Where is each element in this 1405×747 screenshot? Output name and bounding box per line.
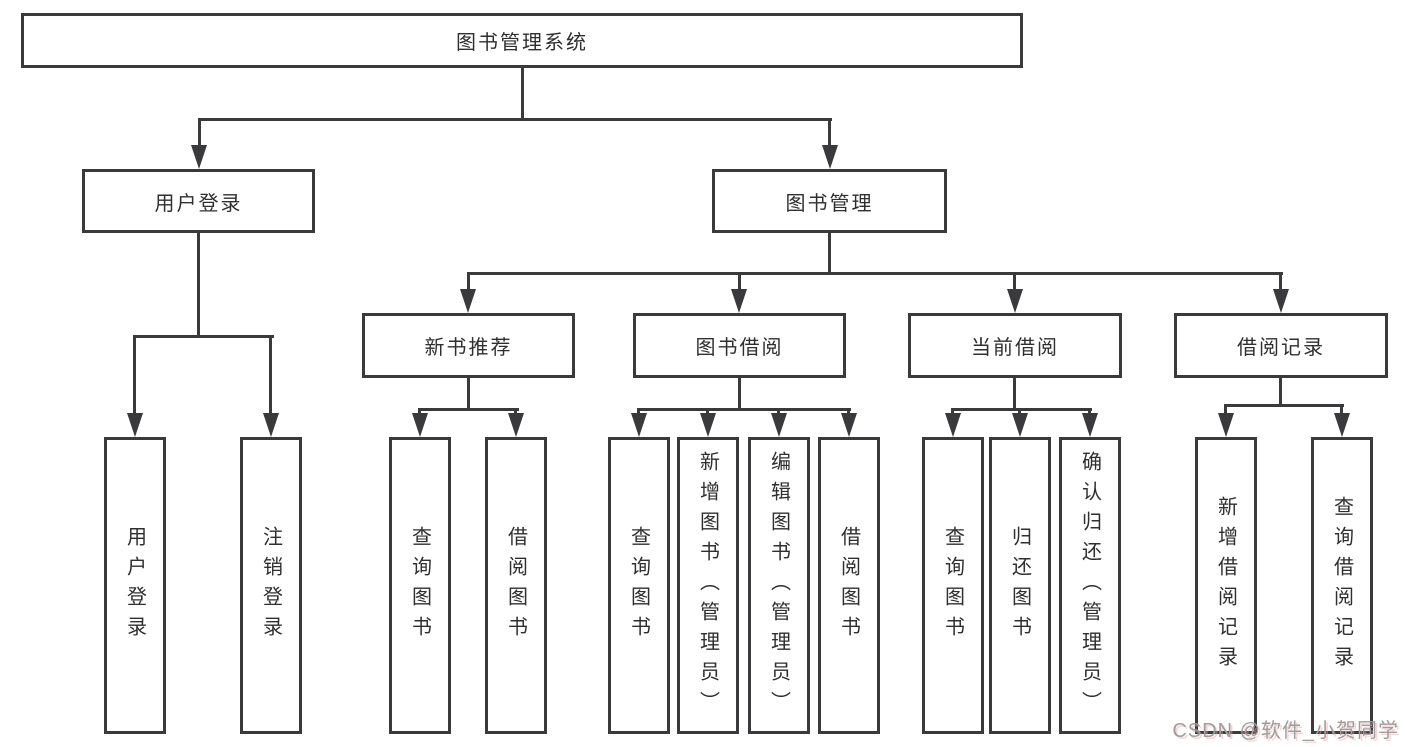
connector-line (133, 335, 136, 415)
connector-line (828, 118, 831, 148)
arrowhead-down-icon (1334, 413, 1350, 437)
connector-line (1018, 408, 1021, 416)
arrowhead-down-icon (263, 413, 279, 437)
leaf-label: 借阅图书 (504, 525, 527, 646)
connector-line (467, 272, 470, 292)
arrowhead-down-icon (700, 413, 716, 437)
node-book-management: 图书管理 (712, 169, 947, 233)
arrowhead-down-icon (1273, 289, 1289, 313)
node-book-borrowing: 图书借阅 (633, 313, 846, 378)
arrowhead-down-icon (731, 289, 747, 313)
arrowhead-down-icon (822, 145, 838, 169)
connector-line (738, 272, 741, 292)
connector-line (777, 408, 780, 416)
arrowhead-down-icon (1012, 413, 1028, 437)
leaf-logout: 注销登录 (240, 437, 302, 734)
arrowhead-down-icon (841, 413, 857, 437)
node-user-login: 用户登录 (82, 169, 315, 233)
node-new-book-recommend: 新书推荐 (362, 313, 575, 378)
connector-line (1088, 408, 1091, 416)
leaf-add-borrow-record: 新增借阅记录 (1195, 437, 1257, 734)
leaf-label: 新增图书（管理员） (696, 450, 719, 721)
csdn-watermark: CSDN @软件_小贺同学 (1172, 720, 1399, 742)
connector-line (514, 408, 517, 416)
connector-line (467, 378, 470, 411)
leaf-confirm-return-admin: 确认归还（管理员） (1059, 437, 1121, 734)
connector-line (418, 408, 421, 416)
leaf-label: 查询借阅记录 (1330, 495, 1353, 676)
connector-line (467, 272, 1283, 275)
arrowhead-down-icon (1082, 413, 1098, 437)
leaf-label: 确认归还（管理员） (1078, 450, 1101, 721)
leaf-query-book-current: 查询图书 (922, 437, 984, 734)
arrowhead-down-icon (945, 413, 961, 437)
leaf-label: 查询图书 (627, 525, 650, 646)
connector-line (1013, 378, 1016, 411)
node-current-borrowing: 当前借阅 (908, 313, 1122, 378)
node-label: 新书推荐 (424, 337, 513, 359)
connector-line (134, 335, 274, 338)
node-label: 图书管理 (785, 192, 874, 215)
leaf-label: 查询图书 (941, 525, 964, 646)
leaf-label: 归还图书 (1008, 525, 1031, 646)
connector-line (1013, 272, 1016, 292)
connector-line (951, 408, 954, 416)
arrowhead-down-icon (508, 413, 524, 437)
leaf-borrow-book-recommend: 借阅图书 (485, 437, 547, 734)
leaf-return-book: 归还图书 (989, 437, 1051, 734)
connector-line (738, 378, 741, 411)
connector-line (521, 68, 524, 121)
leaf-borrow-book: 借阅图书 (818, 437, 880, 734)
node-label: 借阅记录 (1237, 337, 1325, 359)
arrowhead-down-icon (771, 413, 787, 437)
node-borrow-records: 借阅记录 (1174, 313, 1388, 378)
arrowhead-down-icon (412, 413, 428, 437)
node-library-management-system: 图书管理系统 (21, 13, 1023, 68)
leaf-query-book-recommend: 查询图书 (389, 437, 451, 734)
arrowhead-down-icon (631, 413, 647, 437)
leaf-label: 新增借阅记录 (1214, 495, 1237, 676)
node-label: 当前借阅 (971, 337, 1059, 359)
connector-line (637, 408, 640, 416)
leaf-label: 注销登录 (259, 525, 282, 646)
connector-line (1224, 404, 1227, 416)
leaf-label: 查询图书 (408, 525, 431, 646)
leaf-query-borrow-record: 查询借阅记录 (1311, 437, 1373, 734)
connector-line (637, 408, 851, 411)
leaf-user-login: 用户登录 (104, 437, 166, 734)
connector-line (847, 408, 850, 416)
connector-line (1279, 378, 1282, 407)
arrowhead-down-icon (1007, 289, 1023, 313)
connector-line (197, 233, 200, 335)
connector-line (269, 335, 272, 415)
leaf-edit-book-admin: 编辑图书（管理员） (748, 437, 810, 734)
connector-line (951, 408, 1092, 411)
node-label: 图书借阅 (695, 337, 784, 359)
leaf-query-book-borrowing: 查询图书 (608, 437, 670, 734)
arrowhead-down-icon (191, 145, 207, 169)
leaf-label: 借阅图书 (837, 525, 860, 646)
connector-line (198, 118, 201, 148)
leaf-add-book-admin: 新增图书（管理员） (677, 437, 739, 734)
connector-line (198, 118, 832, 121)
leaf-label: 编辑图书（管理员） (767, 450, 790, 721)
connector-line (706, 408, 709, 416)
connector-line (1340, 404, 1343, 416)
connector-line (1279, 272, 1282, 292)
node-label: 用户登录 (154, 192, 243, 215)
connector-line (1224, 404, 1344, 407)
node-label: 图书管理系统 (456, 32, 588, 54)
arrowhead-down-icon (1218, 413, 1234, 437)
connector-line (828, 233, 831, 272)
connector-line (419, 408, 519, 411)
arrowhead-down-icon (127, 413, 143, 437)
leaf-label: 用户登录 (123, 525, 146, 646)
arrowhead-down-icon (460, 289, 476, 313)
